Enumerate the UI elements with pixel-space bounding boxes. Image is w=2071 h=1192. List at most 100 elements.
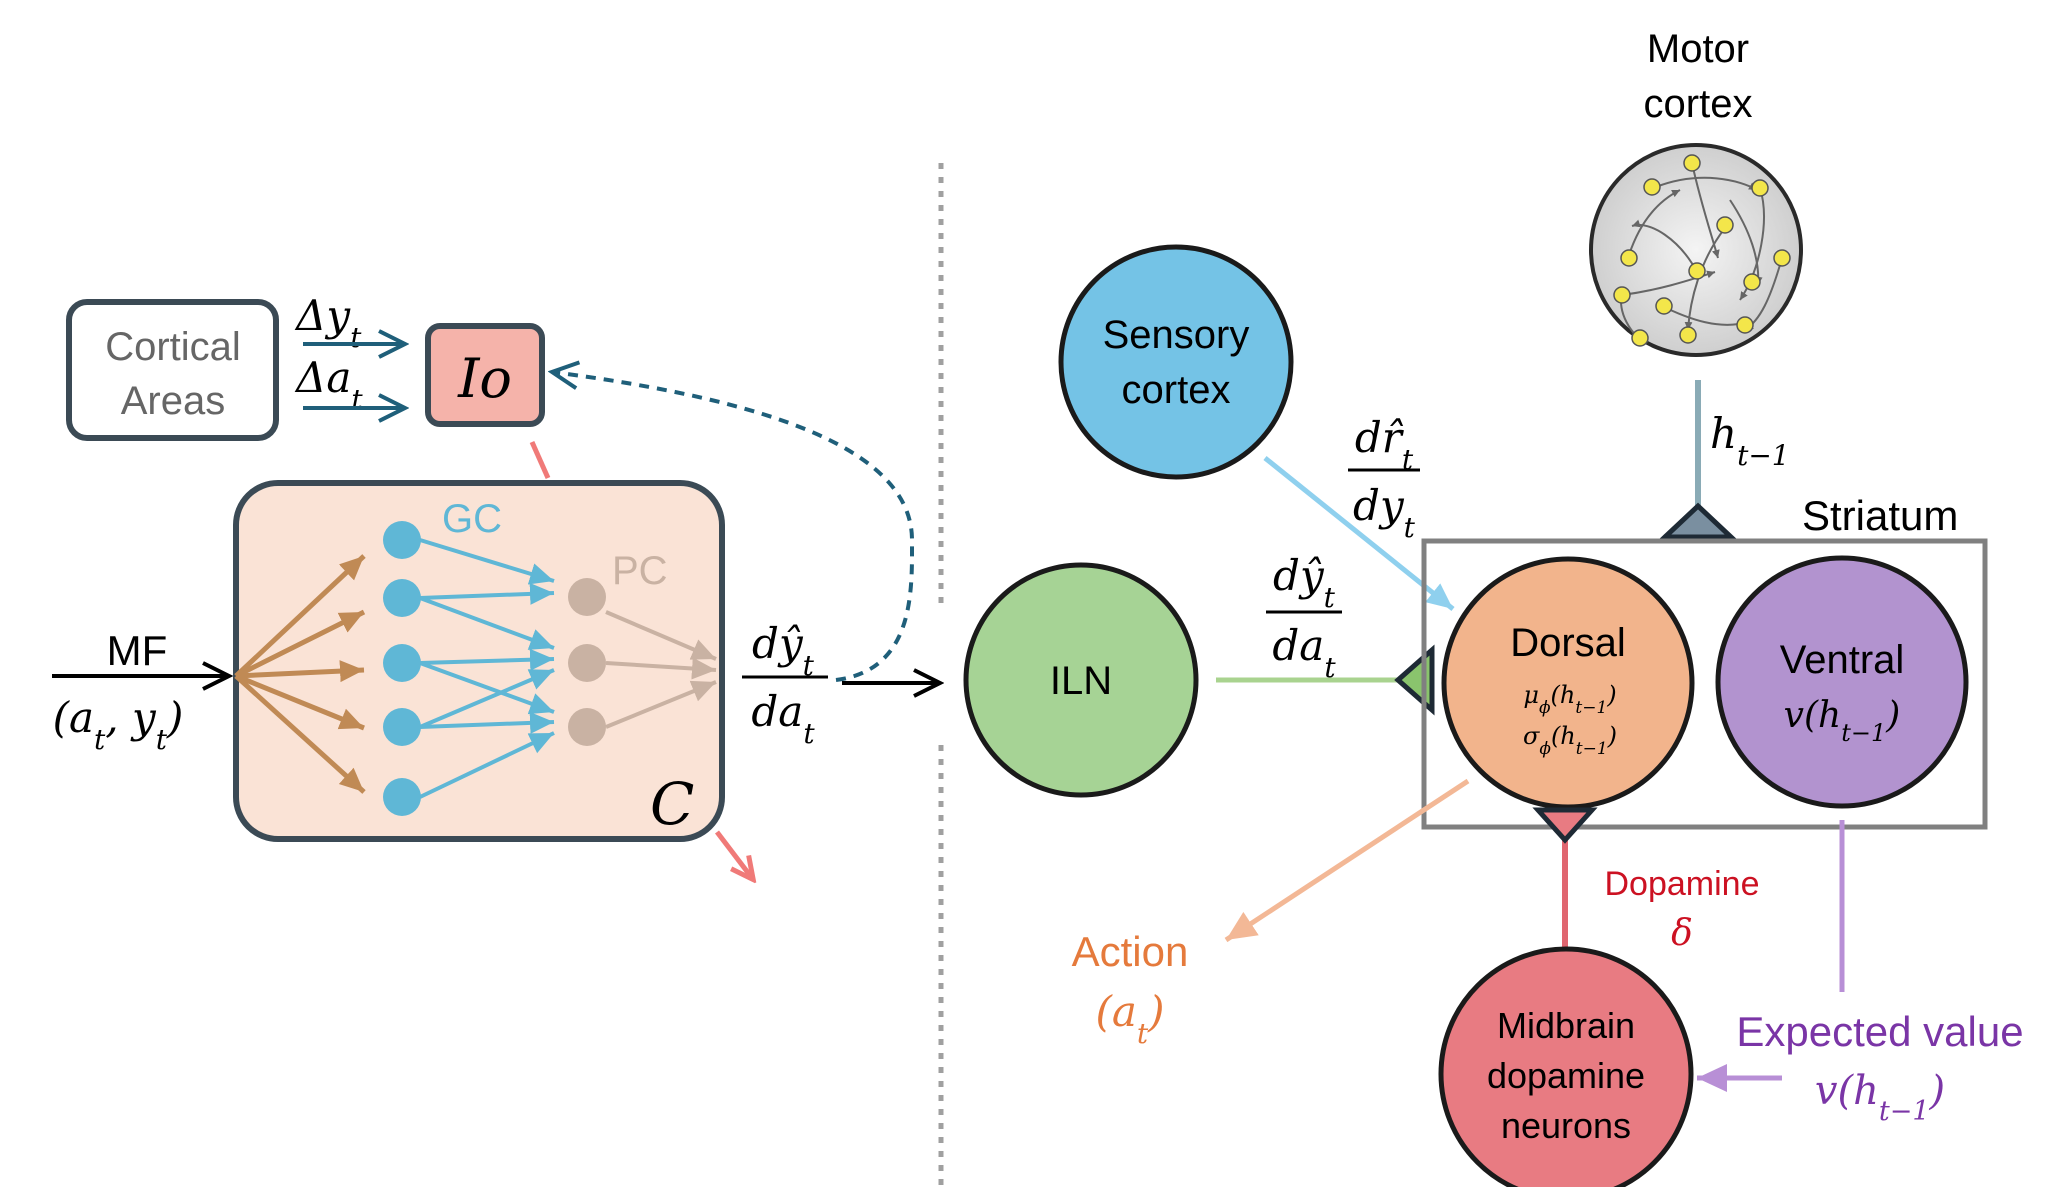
dopamine-delta-label: δ (1671, 913, 1693, 954)
pc-arrow-3 (605, 680, 717, 729)
dopamine-synapse-triangle (1532, 807, 1598, 844)
cerebellum-output-fraction: dŷt dat (742, 619, 828, 750)
mf-arrow-5 (234, 674, 366, 794)
motor-link (1684, 227, 1726, 331)
sensory-cortex-label-2: cortex (1122, 368, 1231, 412)
motor-node (1679, 326, 1697, 344)
io-label: Io (457, 347, 512, 410)
gc-neuron (383, 778, 421, 816)
motor-node (1688, 262, 1706, 280)
mf-arrow-2 (234, 609, 366, 679)
motor-node (1683, 154, 1701, 172)
motor-node (1631, 329, 1649, 347)
motor-node (1751, 179, 1769, 197)
gc-to-pc-arrows (419, 538, 555, 799)
gc-arrow-3 (419, 596, 555, 650)
motor-cortex-label-2: cortex (1644, 82, 1753, 126)
iln-fraction-numerator: dŷt (1273, 551, 1336, 614)
motor-node (1736, 316, 1754, 334)
basal-ganglia-panel: Motor cortex (963, 27, 2024, 1192)
cortical-areas-box (66, 299, 279, 441)
striatum-box (1421, 538, 1988, 830)
gc-neuron (383, 708, 421, 746)
motor-node (1716, 216, 1734, 234)
gc-label: GC (442, 497, 502, 541)
pc-arrow-2 (605, 657, 717, 680)
mf-arrow-1 (234, 554, 366, 678)
motor-link (1627, 189, 1681, 259)
iln-synapse-triangle (1394, 644, 1435, 716)
dorsal-to-action-arrow (1224, 778, 1470, 943)
io-connection (529, 440, 551, 480)
motor-node (1773, 249, 1791, 267)
motor-node (1643, 178, 1661, 196)
iln-label: ILN (1050, 659, 1112, 703)
motor-link (1631, 219, 1698, 273)
granule-cells (383, 521, 421, 816)
action-label: Action (1072, 928, 1189, 975)
motor-link (1655, 176, 1758, 191)
motor-cortex-label-1: Motor (1647, 27, 1749, 71)
midbrain-label-3: neurons (1501, 1105, 1631, 1146)
gc-neuron (383, 579, 421, 617)
motor-node (1620, 249, 1638, 267)
motor-network-nodes (1613, 154, 1791, 347)
cerebellum-c-label: C (650, 770, 694, 838)
iln-node (963, 562, 1199, 798)
ventral-value-label: v(ht−1) (1784, 695, 1901, 747)
gc-arrow-5 (419, 661, 555, 715)
motor-synapse-triangle (1658, 502, 1738, 540)
motor-link (1691, 162, 1720, 259)
pc-neuron (568, 644, 606, 682)
output-fraction-numerator: dŷt (752, 619, 815, 682)
gc-arrow-4 (419, 648, 555, 671)
striatum-label: Striatum (1802, 492, 1958, 539)
gc-arrow-1 (419, 538, 555, 585)
midbrain-label-2: dopamine (1487, 1055, 1645, 1096)
mf-arrow-4 (235, 673, 365, 731)
purkinje-cells (568, 578, 606, 746)
iln-fraction-denominator: dat (1272, 621, 1336, 684)
cortical-areas-label-1: Cortical (105, 325, 241, 369)
motor-node (1655, 297, 1673, 315)
mf-input-label: (at, yt) (53, 693, 184, 756)
iln-fraction: dŷt dat (1266, 551, 1342, 684)
pc-to-output-arrows (605, 610, 717, 729)
error-pink-arrow (715, 830, 752, 878)
dorsal-sigma-label: σϕ(ht−1) (1523, 722, 1617, 759)
gc-arrow-6 (419, 668, 555, 729)
sensory-cortex-label-1: Sensory (1103, 313, 1250, 357)
midbrain-label-1: Midbrain (1497, 1005, 1635, 1046)
expected-value-label: Expected value (1736, 1008, 2023, 1055)
sensory-fraction-numerator: dr̂t (1355, 413, 1414, 476)
io-box (425, 323, 545, 427)
gc-arrow-2 (419, 582, 555, 605)
ventral-node (1715, 555, 1969, 809)
ventral-label: Ventral (1780, 638, 1905, 682)
h-prev-label: ht−1 (1710, 409, 1790, 472)
feedback-dashed-arrow (552, 372, 915, 682)
motor-node (1743, 273, 1761, 291)
gc-neuron (383, 644, 421, 682)
cortical-areas-label-2: Areas (121, 379, 226, 423)
sensory-fraction-denominator: dyt (1353, 481, 1416, 544)
sensory-fraction: dr̂t dyt (1348, 413, 1420, 544)
mf-arrow-3 (235, 660, 365, 683)
action-variable-label: (at) (1095, 987, 1164, 1050)
dorsal-label: Dorsal (1510, 621, 1626, 665)
pc-neuron (568, 578, 606, 616)
motor-cortex-circle (1589, 143, 1803, 357)
motor-link (1739, 187, 1765, 301)
gc-arrow-7 (419, 711, 555, 734)
midbrain-dopamine-node (1438, 946, 1694, 1192)
sensory-cortex-node (1058, 244, 1294, 480)
dorsal-mu-label: μϕ(ht−1) (1523, 681, 1616, 718)
dorsal-node (1441, 556, 1695, 810)
mf-to-gc-arrows (234, 554, 366, 794)
motor-cortex-network (1589, 143, 1803, 357)
dopamine-label: Dopamine (1605, 865, 1760, 903)
motor-node (1613, 286, 1631, 304)
pc-arrow-1 (605, 610, 717, 661)
cerebellum-panel: Cortical Areas Δyt Δat Io MF (at, yt) (52, 291, 940, 878)
